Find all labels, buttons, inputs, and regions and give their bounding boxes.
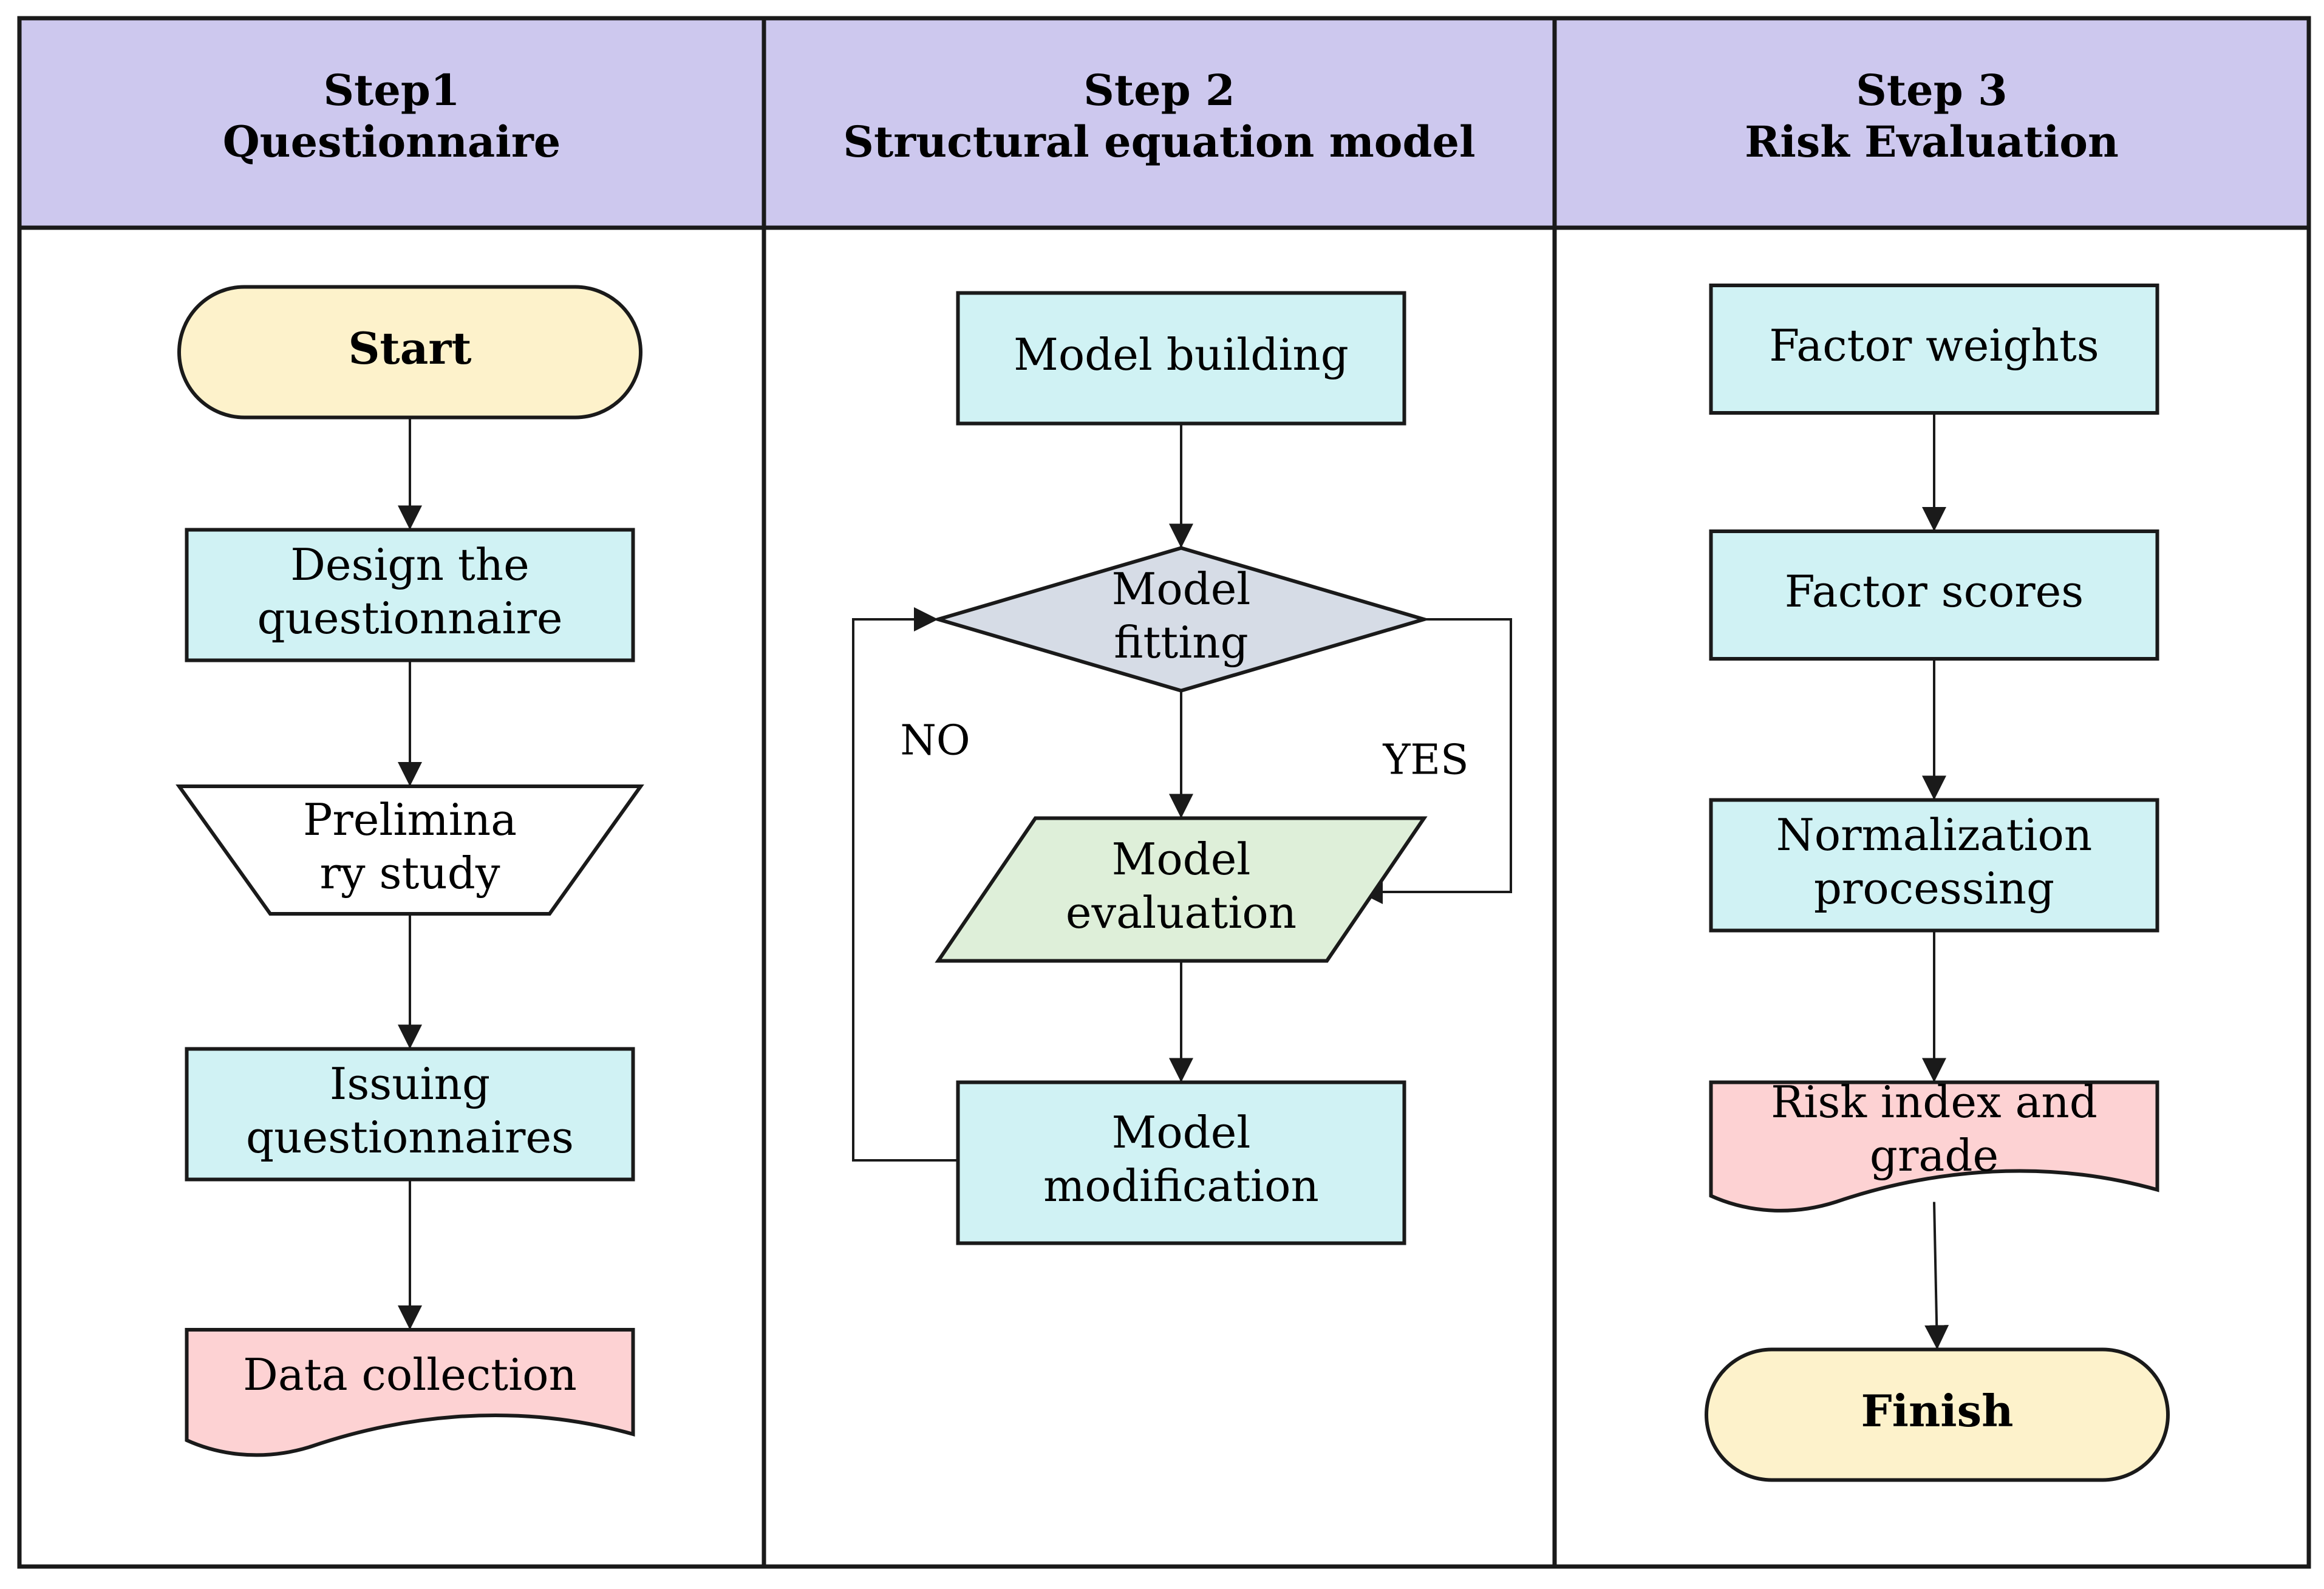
node-finish: Finish (1705, 1347, 2170, 1482)
model-evaluation-shape (935, 816, 1428, 963)
model-evaluation-label: Model (1112, 834, 1251, 885)
normalization-processing-label: processing (1814, 863, 2054, 914)
model-modification-label: Model (1112, 1107, 1251, 1158)
risk-index-grade-label: Risk index and (1771, 1077, 2097, 1128)
model-modification-shape (956, 1080, 1406, 1245)
model-evaluation-label: evaluation (1066, 887, 1297, 938)
start-shape (177, 285, 642, 420)
factor-scores-label: Factor scores (1785, 566, 2084, 617)
column-title-step1: Step1 (323, 65, 460, 115)
factor-weights-shape (1709, 284, 2159, 415)
model-fitting-label: fitting (1114, 617, 1248, 668)
model-fitting-label: Model (1112, 563, 1251, 614)
node-factor-weights: Factor weights (1709, 284, 2159, 415)
model-building-shape (956, 291, 1406, 426)
risk-index-grade-shape (1709, 1080, 2159, 1213)
model-modification-label: modification (1043, 1160, 1319, 1211)
column-title-step2: Step 2 (1083, 65, 1235, 115)
risk-index-grade-label: grade (1870, 1130, 1999, 1181)
column-title-step3: Step 3 (1856, 65, 2007, 115)
edge-model-fitting-to-model-evaluation-yes (1358, 618, 1512, 904)
issuing-questionnaires-shape (185, 1047, 635, 1182)
issuing-questionnaires-label: Issuing (330, 1058, 490, 1109)
factor-scores-shape (1709, 529, 2159, 661)
finish-label: Finish (1861, 1385, 2013, 1437)
swimlane-border (17, 16, 2311, 1569)
column-header-step3 (1555, 18, 2309, 228)
column-header-step1 (19, 18, 764, 228)
start-label: Start (348, 322, 471, 374)
finish-shape (1705, 1347, 2170, 1482)
issuing-questionnaires-label: questionnaires (246, 1112, 574, 1163)
factor-weights-label: Factor weights (1769, 320, 2099, 371)
node-start: Start (177, 285, 642, 420)
normalization-processing-shape (1709, 798, 2159, 933)
edge-label-no: NO (900, 717, 970, 765)
preliminary-study-label: ry study (320, 848, 500, 899)
column-subtitle-step3: Risk Evaluation (1745, 117, 2119, 167)
preliminary-study-shape (175, 784, 644, 916)
column-subtitle-step2: Structural equation model (843, 117, 1475, 167)
data-collection-label: Data collection (243, 1349, 577, 1400)
design-questionnaire-label: questionnaire (257, 593, 562, 644)
node-factor-scores: Factor scores (1709, 529, 2159, 661)
model-building-label: Model building (1014, 329, 1349, 380)
edge-label-yes: YES (1382, 737, 1468, 784)
connector-layer: YES NO (398, 413, 1949, 1350)
model-fitting-shape (932, 546, 1431, 693)
edge-risk-index-grade-to-finish (1924, 1202, 1949, 1350)
column-subtitle-step1: Questionnaire (223, 117, 561, 167)
design-questionnaire-label: Design the (290, 539, 530, 590)
edge-model-modification-to-model-fitting-no (852, 607, 958, 1162)
design-questionnaire-shape (185, 528, 635, 662)
data-collection-shape (185, 1328, 635, 1457)
column-header-step2 (764, 18, 1555, 228)
node-data-collection: Data collection (185, 1328, 635, 1457)
node-model-building: Model building (956, 291, 1406, 426)
normalization-processing-label: Normalization (1776, 809, 2093, 860)
preliminary-study-label: Prelimina (303, 794, 517, 845)
